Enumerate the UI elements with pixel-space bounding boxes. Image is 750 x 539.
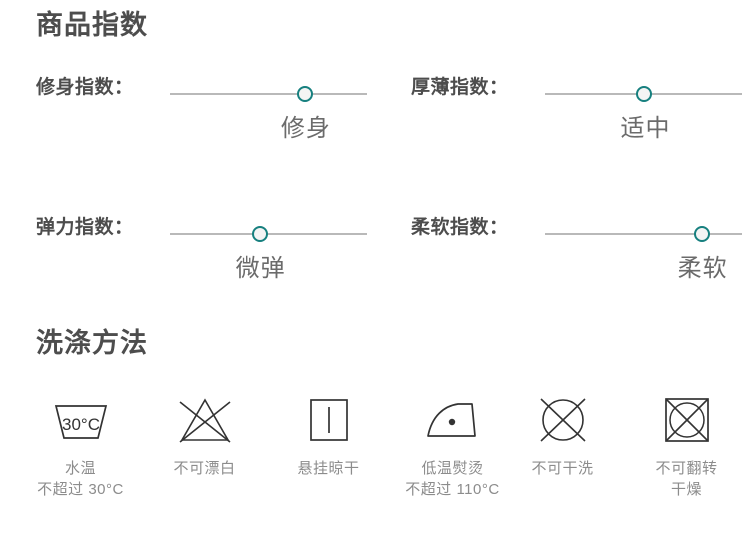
iron-low-heat-icon bbox=[390, 392, 515, 448]
wash-care-caption: 不可干洗 bbox=[531, 460, 594, 477]
index-value: 适中 bbox=[620, 115, 671, 142]
index-slider-fit[interactable] bbox=[170, 82, 367, 106]
slider-track bbox=[170, 93, 367, 95]
line-dry-icon bbox=[266, 392, 391, 448]
index-value: 修身 bbox=[280, 115, 331, 142]
index-label: 柔软指数： bbox=[411, 217, 509, 238]
do-not-bleach-icon bbox=[142, 392, 267, 448]
wash-care-caption: 悬挂晾干 bbox=[297, 460, 360, 477]
slider-knob[interactable] bbox=[296, 86, 313, 102]
wash-care-icon-row: 30°C 水温 不超过 30°C 不可漂白 bbox=[0, 392, 750, 522]
do-not-dry-clean-icon bbox=[500, 392, 625, 448]
index-slider-thickness[interactable] bbox=[545, 82, 742, 106]
index-value: 柔软 bbox=[677, 255, 728, 282]
product-index-section-title: 商品指数 bbox=[36, 10, 148, 40]
wash-care-caption: 不可漂白 bbox=[173, 460, 236, 477]
wash-care-item: 不可翻转 干燥 bbox=[624, 392, 749, 500]
slider-track bbox=[170, 233, 367, 235]
wash-care-item: 不可漂白 bbox=[142, 392, 267, 479]
index-label: 厚薄指数： bbox=[411, 77, 509, 98]
wash-tub-30c-icon: 30°C bbox=[18, 392, 143, 448]
slider-knob[interactable] bbox=[693, 226, 710, 242]
wash-care-item: 低温熨烫 不超过 110°C bbox=[390, 392, 515, 500]
wash-temperature-label: 30°C bbox=[62, 415, 100, 434]
index-label: 修身指数： bbox=[36, 77, 134, 98]
product-index-grid: 修身指数： 修身 厚薄指数： 适中 弹力指数： 微弹 bbox=[0, 64, 750, 314]
wash-care-section-title: 洗涤方法 bbox=[36, 328, 148, 358]
wash-care-item: 不可干洗 bbox=[500, 392, 625, 479]
wash-care-caption: 不可翻转 干燥 bbox=[655, 460, 718, 498]
wash-care-caption: 水温 不超过 30°C bbox=[37, 460, 124, 498]
do-not-tumble-dry-icon bbox=[624, 392, 749, 448]
slider-track bbox=[545, 233, 742, 235]
index-row-softness: 柔软指数： 柔软 bbox=[375, 204, 750, 319]
index-row-elasticity: 弹力指数： 微弹 bbox=[0, 204, 375, 319]
wash-care-caption: 低温熨烫 不超过 110°C bbox=[405, 460, 500, 498]
index-value: 微弹 bbox=[235, 255, 286, 282]
index-row-thickness: 厚薄指数： 适中 bbox=[375, 64, 750, 179]
wash-care-item: 悬挂晾干 bbox=[266, 392, 391, 479]
index-row-fit: 修身指数： 修身 bbox=[0, 64, 375, 179]
slider-knob[interactable] bbox=[636, 86, 653, 102]
index-slider-softness[interactable] bbox=[545, 222, 742, 246]
slider-knob[interactable] bbox=[251, 226, 268, 242]
index-label: 弹力指数： bbox=[36, 217, 134, 238]
index-slider-elasticity[interactable] bbox=[170, 222, 367, 246]
wash-care-item: 30°C 水温 不超过 30°C bbox=[18, 392, 143, 500]
